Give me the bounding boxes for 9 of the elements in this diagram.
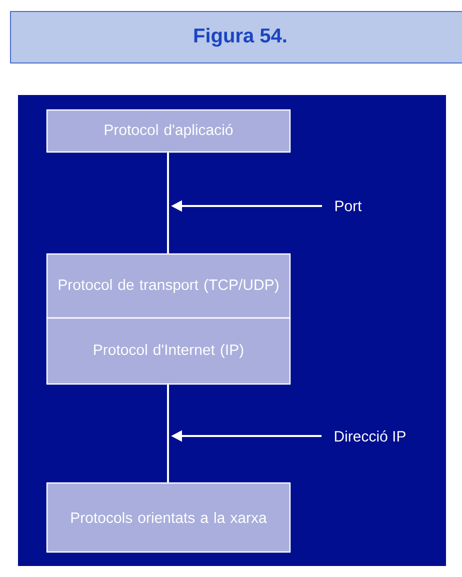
protocol-box: Protocols orientats a la xarxa: [46, 482, 291, 553]
protocol-box: Protocol d'Internet (IP): [46, 317, 291, 385]
port-label: Direcció IP: [334, 430, 406, 442]
title-banner: Figura 54.: [10, 11, 462, 64]
connector-line: [167, 384, 169, 482]
port-label: Port: [335, 200, 362, 212]
protocol-box: Protocol d'aplicació: [46, 109, 291, 153]
connector-line: [167, 152, 169, 254]
protocol-box: Protocol de transport (TCP/UDP): [46, 253, 291, 319]
